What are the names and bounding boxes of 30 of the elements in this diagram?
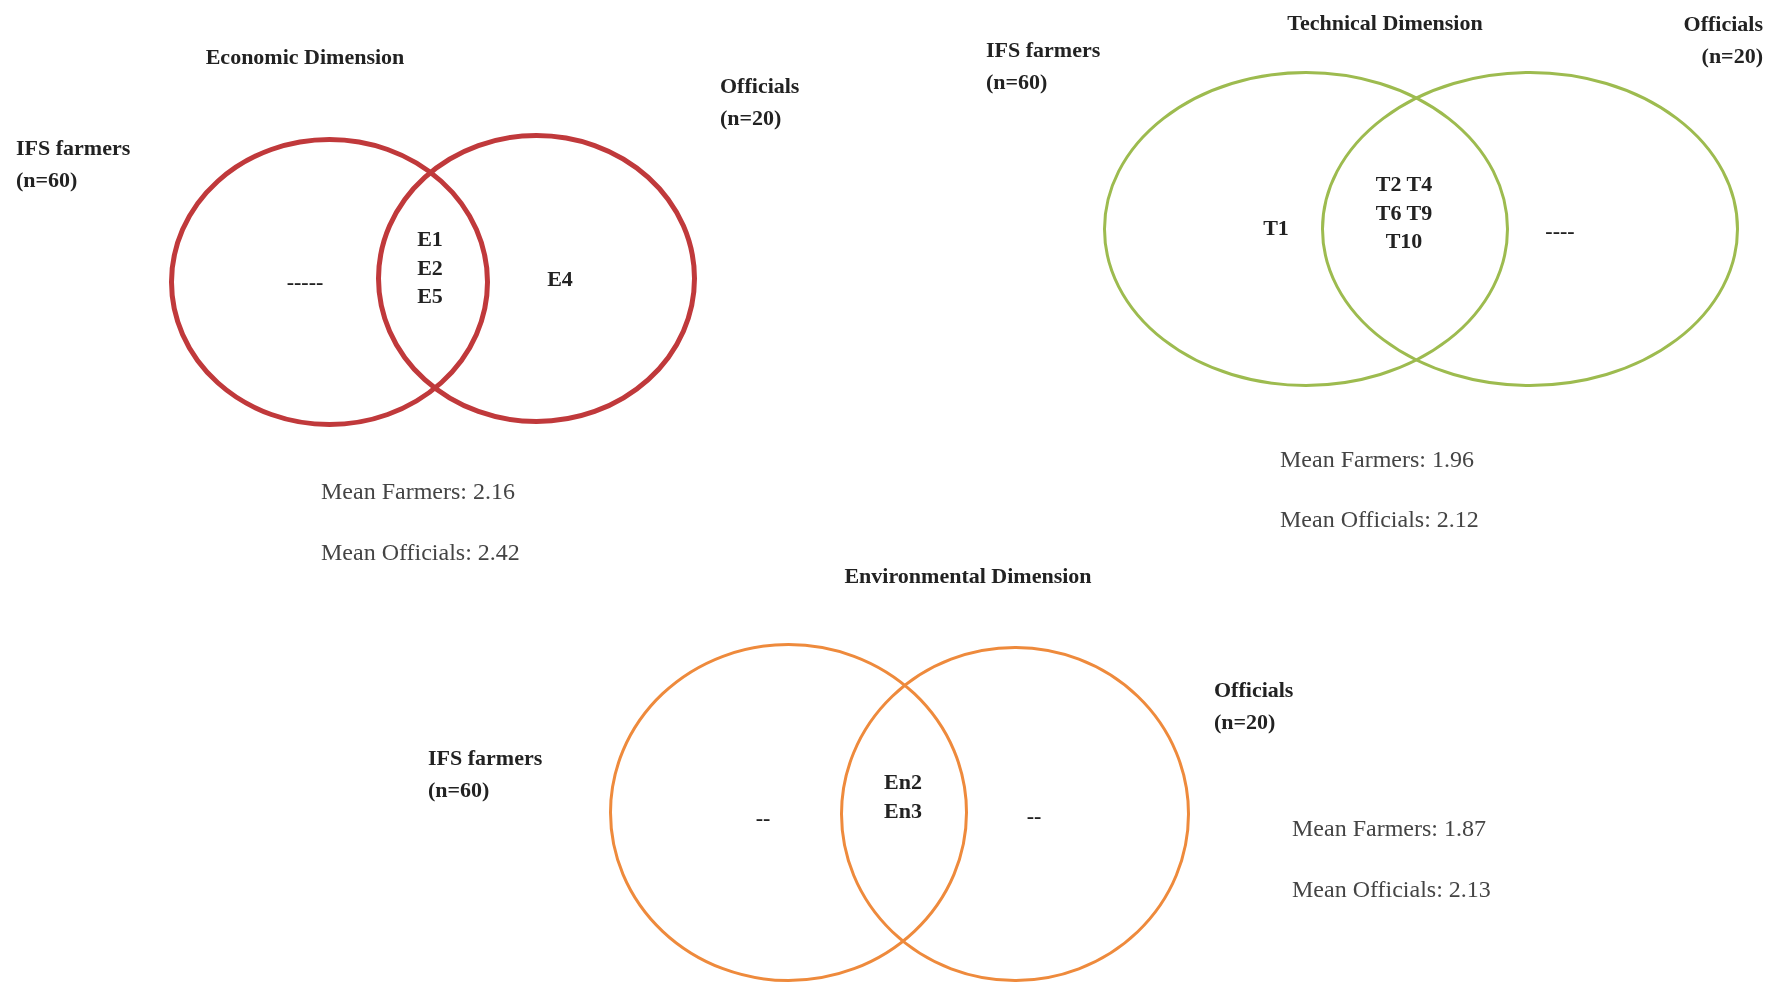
group-label: Officials (n=20) [1682, 10, 1763, 70]
mean-score: Mean Farmers: 1.87 [1292, 815, 1486, 842]
region-text: T1 [1263, 213, 1289, 242]
mean-score: Mean Officials: 2.13 [1292, 876, 1491, 903]
group-label: IFS farmers (n=60) [986, 36, 1102, 96]
venn-circle [376, 133, 697, 424]
overlap-text: En2 En3 [883, 768, 923, 825]
group-label: Officials (n=20) [720, 72, 801, 132]
venn-circle [1103, 71, 1509, 387]
mean-score: Mean Farmers: 2.16 [321, 478, 515, 505]
dimension-title: Economic Dimension [205, 42, 405, 71]
dimension-title: Technical Dimension [1287, 8, 1483, 37]
mean-score: Mean Officials: 2.12 [1280, 506, 1479, 533]
group-label: IFS farmers (n=60) [16, 134, 132, 194]
venn-circle [169, 137, 490, 427]
overlap-text: E1 E2 E5 [416, 225, 444, 311]
region-text: ----- [286, 267, 324, 296]
overlap-text: T2 T4 T6 T9 T10 [1374, 170, 1434, 256]
region-text: -- [755, 803, 771, 832]
region-text: ---- [1545, 216, 1575, 245]
region-text: E4 [547, 264, 573, 293]
dimension-title: Environmental Dimension [844, 561, 1092, 590]
group-label: IFS farmers (n=60) [428, 744, 544, 804]
region-text: -- [1026, 801, 1042, 830]
group-label: Officials (n=20) [1214, 676, 1295, 736]
mean-score: Mean Officials: 2.42 [321, 539, 520, 566]
venn-circle [1321, 71, 1739, 387]
venn-circle [840, 646, 1190, 982]
venn-circle [609, 643, 968, 982]
mean-score: Mean Farmers: 1.96 [1280, 446, 1474, 473]
